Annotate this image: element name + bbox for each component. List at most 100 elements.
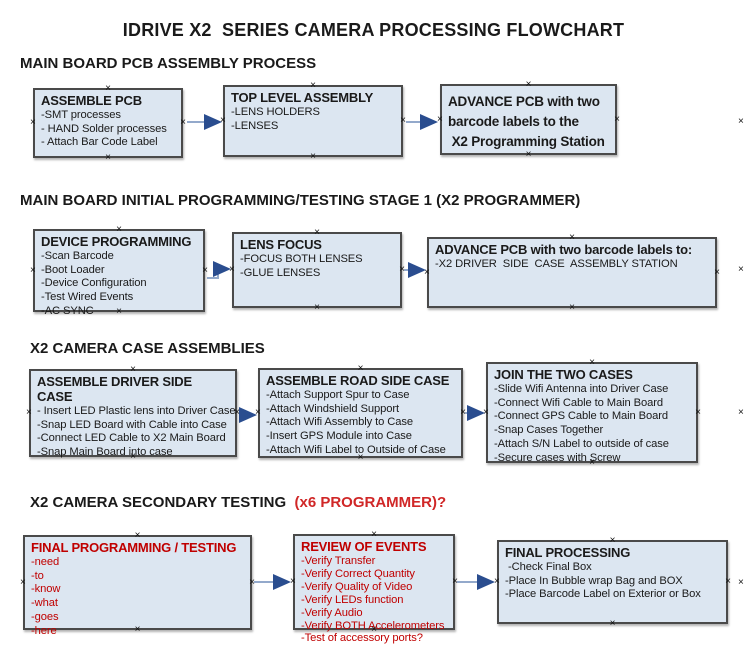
connection-handle-icon: × [714,266,720,278]
box-item: - HAND Solder processes [41,122,167,135]
box-item: -Verify Correct Quantity [301,567,415,580]
box-item: -Connect GPS Cable to Main Board [494,410,669,423]
box-items: -Scan Barcode-Boot Loader-Device Configu… [41,250,198,319]
flowbox-top-level-assembly: TOP LEVEL ASSEMBLY -LENS HOLDERS-LENSES … [220,81,406,162]
box-title: FINAL PROGRAMMING / TESTING [31,540,237,555]
box-item: -what [31,597,58,610]
box-items: -X2 DRIVER SIDE CASE ASSEMBLY STATION [435,258,710,272]
connection-handle-icon: × [399,264,405,275]
flowbox-assemble-pcb: ASSEMBLE PCB -SMT processes- HAND Solder… [30,84,186,163]
box-items: -FOCUS BOTH LENSES-GLUE LENSES [240,253,395,280]
box-item: -Check Final Box [505,561,592,573]
connection-handle-icon: × [26,407,32,418]
box-item: -Attach Windshield Support [266,402,399,415]
box-item: -Snap LED Board with Cable into Case [37,418,227,431]
section-heading-secondary-testing: X2 CAMERA SECONDARY TESTING (x6 PROGRAMM… [30,494,446,511]
flow-arrow [207,261,231,279]
section-heading-pcb-assembly: MAIN BOARD PCB ASSEMBLY PROCESS [20,55,316,72]
box-title: LENS FOCUS [240,237,322,252]
box-item: -LENS HOLDERS [231,106,320,118]
connection-handle-icon: × [249,576,255,588]
box-item: -LENSES [231,119,279,132]
connection-handle-icon: × [569,302,575,313]
connection-handle-icon: × [614,113,620,125]
box-items: -need-to-know-what-goes-here [31,556,245,638]
heading-text: MAIN BOARD PCB ASSEMBLY PROCESS [20,55,317,72]
box-item: -Secure cases with Screw [494,451,621,464]
connection-handle-icon: × [725,576,731,587]
flowbox-lens-focus: LENS FOCUS -FOCUS BOTH LENSES-GLUE LENSE… [229,228,405,313]
box-item: -need [31,556,60,568]
box-item: -to [31,569,44,582]
heading-text: X2 CAMERA SECONDARY TESTING [30,494,295,511]
section-heading-case-assemblies: X2 CAMERA CASE ASSEMBLIES [30,340,265,357]
box-item: -Device Configuration [41,277,147,290]
box-item: -Verify Audio [301,606,363,619]
box-item: -Attach Wifi Assembly to Case [266,416,413,429]
connection-handle-icon: × [483,406,489,418]
box-item: -Scan Barcode [41,250,114,262]
box-title: ASSEMBLE DRIVER SIDE CASE [37,374,196,404]
connection-point-icon: × [738,407,744,418]
connection-point-icon: × [738,264,744,275]
connection-handle-icon: × [255,407,261,418]
box-items: -Verify Transfer-Verify Correct Quantity… [301,555,448,645]
connection-handle-icon: × [202,264,208,276]
box-item: -FOCUS BOTH LENSES [240,253,363,265]
connection-handle-icon: × [695,406,701,418]
box-item: -Verify BOTH Accelerometers [301,619,445,632]
connection-handle-icon: × [460,407,466,418]
box-title: REVIEW OF EVENTS [301,539,427,554]
flowbox-advance-pcb-programming-station: ADVANCE PCB with two barcode labels to t… [437,80,620,160]
box-item: -Verify Quality of Video [301,580,413,593]
box-title: ADVANCE PCB with two barcode labels to: [435,242,693,257]
box-items: -Attach Support Spur to Case-Attach Wind… [266,389,456,458]
heading-accent-text: (x6 PROGRAMMER)? [294,494,447,511]
flowbox-advance-pcb-case-assembly: ADVANCE PCB with two barcode labels to: … [424,233,720,313]
box-items: -Slide Wifi Antenna into Driver Case-Con… [494,383,691,465]
section-heading-initial-programming: MAIN BOARD INITIAL PROGRAMMING/TESTING S… [20,192,580,209]
flowbox-review-of-events: REVIEW OF EVENTS -Verify Transfer-Verify… [290,530,458,645]
heading-text: X2 CAMERA CASE ASSEMBLIES [30,340,265,357]
box-items: - Insert LED Plastic lens into Driver Ca… [37,405,236,460]
box-item: -Connect Wifi Cable to Main Board [494,396,663,409]
box-item: -Insert GPS Module into Case [266,430,412,443]
box-items: -LENS HOLDERS-LENSES [231,106,396,133]
box-item: -Attach Wifi Label to Outside of Case [266,443,446,456]
connection-handle-icon: × [609,618,616,629]
box-item: -Attach Support Spur to Case [266,389,410,401]
connection-handle-icon: × [452,576,458,587]
connection-handle-icon: × [180,117,186,128]
box-item: -Test Wired Events [41,291,134,304]
connection-handle-icon: × [30,264,36,276]
flowbox-final-programming-testing: FINAL PROGRAMMING / TESTING -need-to-kno… [20,531,255,637]
box-item: -GLUE LENSES [240,266,321,279]
box-item: -Snap Main Board into case [37,446,173,459]
box-item: -here [31,624,57,637]
box-item: -Connect LED Cable to X2 Main Board [37,432,226,445]
box-title: FINAL PROCESSING [505,545,631,560]
box-item: -SMT processes [41,109,121,121]
box-item: -Slide Wifi Antenna into Driver Case [494,383,669,395]
box-title: ASSEMBLE PCB [41,93,142,108]
box-item: -Place Barcode Label on Exterior or Box [505,588,701,601]
connection-handle-icon: × [424,266,430,278]
connection-handle-icon: × [314,302,320,313]
flowbox-join-the-two-cases: JOIN THE TWO CASES -Slide Wifi Antenna i… [483,358,701,468]
connection-handle-icon: × [310,151,316,162]
box-title: JOIN THE TWO CASES [494,367,633,382]
connection-handle-icon: × [290,576,296,587]
flowbox-final-processing: FINAL PROCESSING -Check Final Box-Place … [494,536,731,629]
box-item: - Insert LED Plastic lens into Driver Ca… [37,405,236,417]
box-item: -goes [31,610,59,623]
connection-handle-icon: × [494,576,500,587]
box-item: -AC SYNC [41,304,94,317]
box-items: -Check Final Box-Place In Bubble wrap Ba… [505,561,721,602]
connection-handle-icon: × [105,152,111,163]
connection-handle-icon: × [400,115,406,126]
connection-handle-icon: × [30,117,36,128]
connection-handle-icon: × [437,113,443,125]
connection-handle-icon: × [220,115,226,126]
box-item: - Attach Bar Code Label [41,136,158,149]
